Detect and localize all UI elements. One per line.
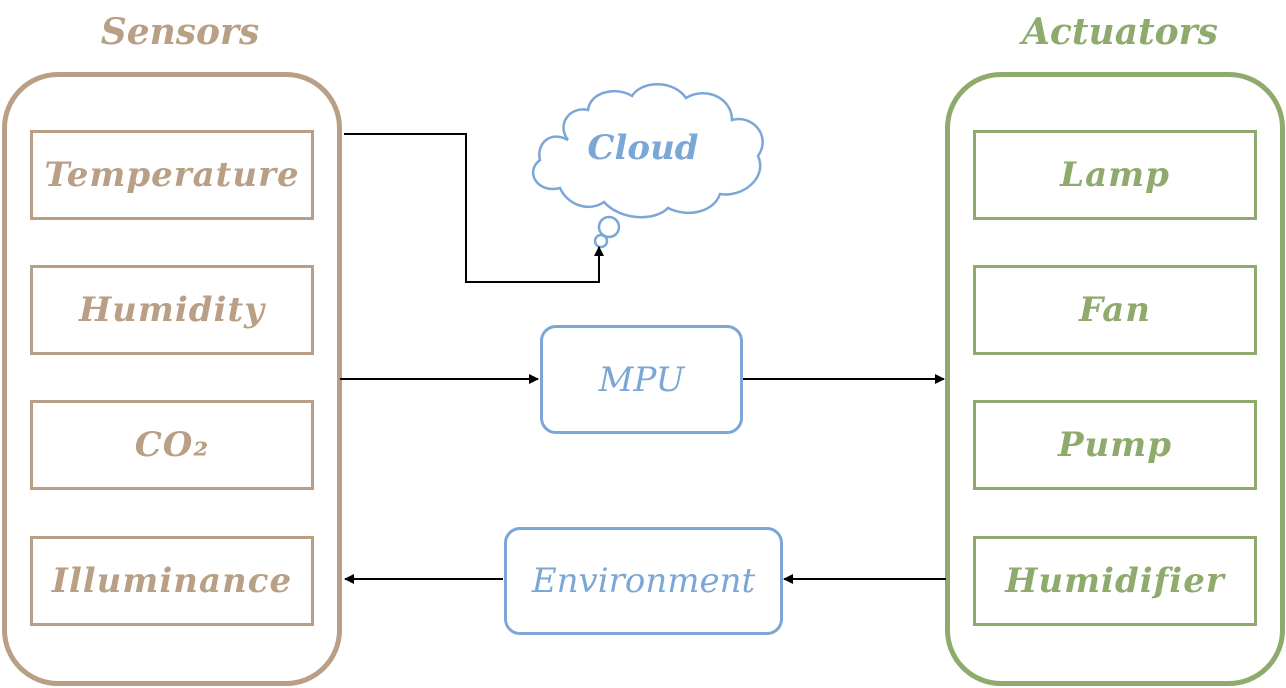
actuator-label: Fan	[1078, 290, 1152, 330]
actuator-pump: Pump	[973, 400, 1257, 490]
actuator-fan: Fan	[973, 265, 1257, 355]
sensor-illuminance: Illuminance	[30, 536, 314, 626]
actuators-title: Actuators	[1022, 11, 1218, 53]
environment-label: Environment	[531, 561, 756, 601]
sensor-label: Humidity	[79, 290, 265, 330]
actuator-humidifier: Humidifier	[973, 536, 1257, 626]
actuator-label: Lamp	[1060, 155, 1170, 195]
sensor-humidity: Humidity	[30, 265, 314, 355]
cloud-label: Cloud	[587, 128, 699, 168]
sensor-label: CO₂	[134, 425, 210, 465]
sensors-title: Sensors	[100, 11, 260, 53]
sensors-to-cloud-arrow	[344, 133, 604, 283]
cloud-icon	[531, 83, 764, 249]
actuator-label: Pump	[1057, 425, 1173, 465]
actuator-label: Humidifier	[1005, 561, 1225, 601]
sensor-label: Temperature	[44, 155, 300, 195]
mpu-label: MPU	[598, 359, 685, 400]
sensors-group-frame	[2, 72, 342, 686]
sensor-temperature: Temperature	[30, 130, 314, 220]
mpu-box: MPU	[540, 325, 743, 434]
environment-box: Environment	[504, 527, 783, 635]
sensor-co2: CO₂	[30, 400, 314, 490]
sensor-label: Illuminance	[51, 561, 293, 601]
actuator-lamp: Lamp	[973, 130, 1257, 220]
actuators-group-frame	[945, 72, 1285, 686]
